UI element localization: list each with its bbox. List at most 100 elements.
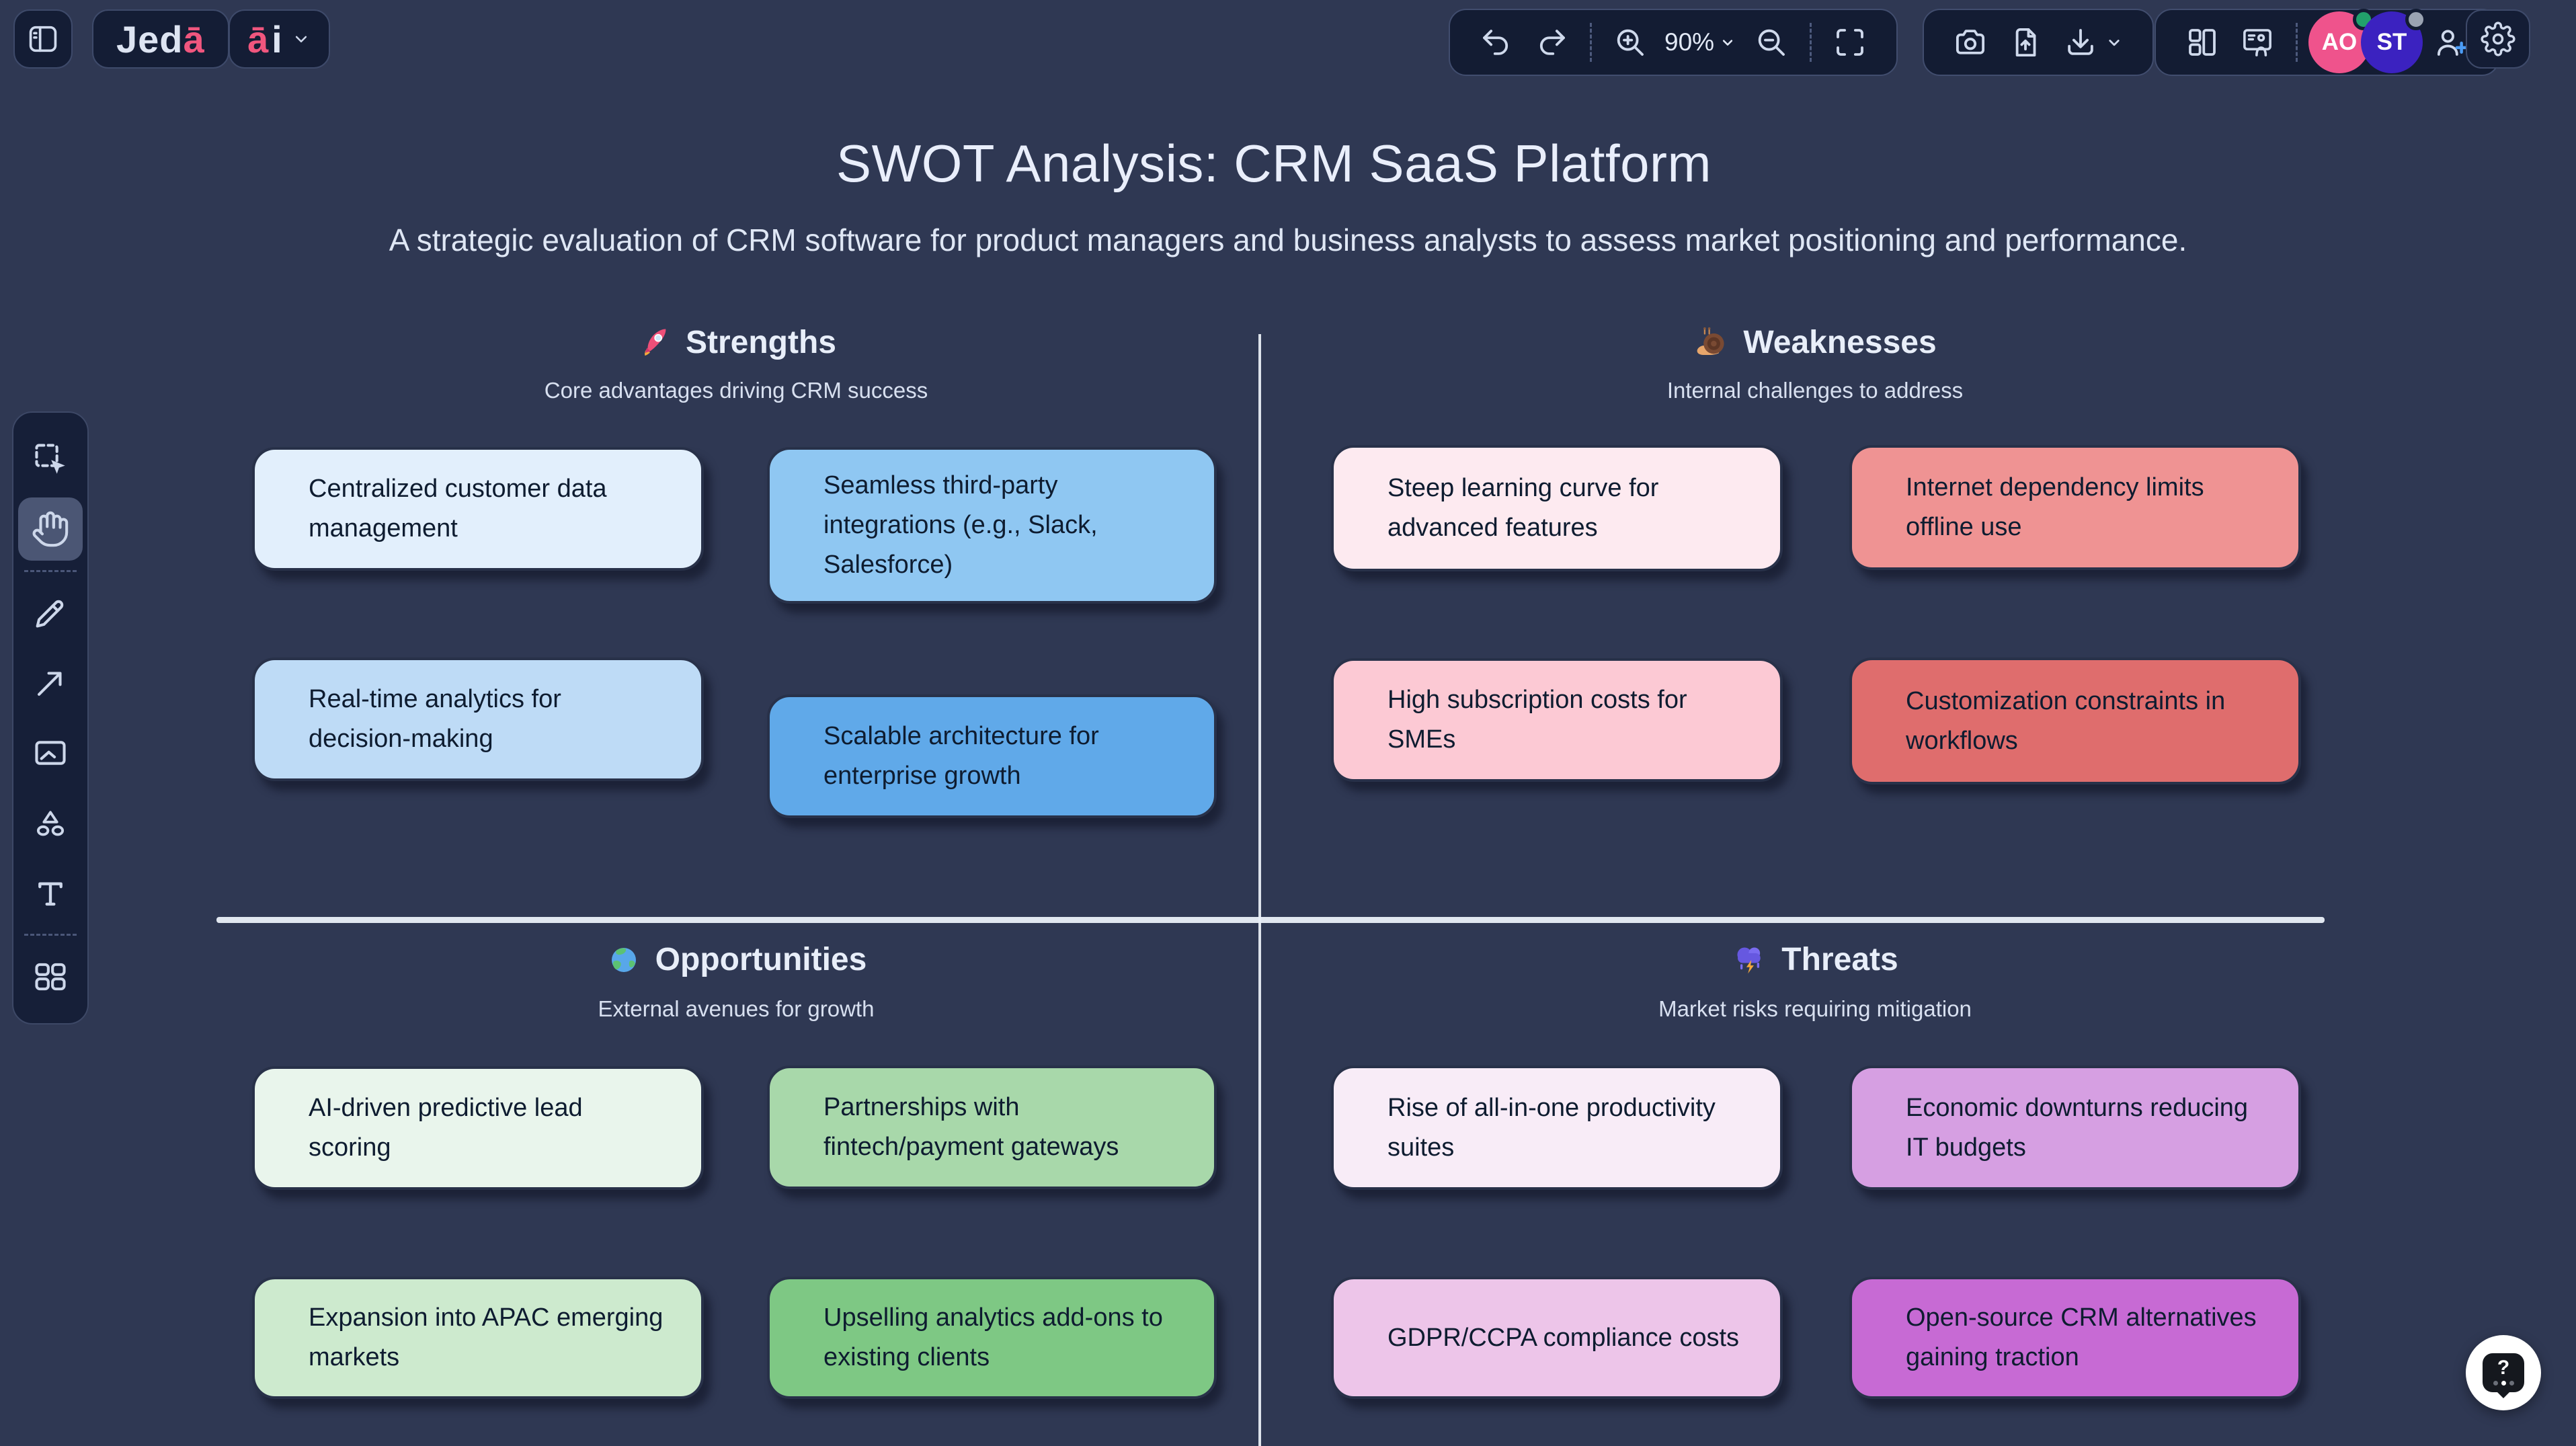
quadrant-tagline-weaknesses: Internal challenges to address <box>1666 378 1964 403</box>
sidebar-toggle-button[interactable] <box>13 9 73 69</box>
redo-button[interactable] <box>1533 24 1570 61</box>
question-mark: ? <box>2497 1356 2510 1379</box>
quadrant-name: Threats <box>1781 942 1898 977</box>
tools-divider <box>24 934 77 936</box>
avatar[interactable]: ST <box>2361 9 2427 73</box>
sticky-note[interactable]: Expansion into APAC emerging markets <box>252 1277 704 1399</box>
sticky-note[interactable]: Partnerships with fintech/payment gatewa… <box>767 1066 1217 1189</box>
quadrant-divider-vertical <box>1258 334 1261 1446</box>
add-person-icon <box>2437 30 2468 56</box>
avatar-initials: AO <box>2321 29 2358 55</box>
history-zoom-toolbar: 90% <box>1449 9 1898 76</box>
arrow-icon <box>38 672 62 696</box>
rocket-icon <box>645 329 666 356</box>
presentation-icon <box>2243 29 2271 56</box>
quadrant-title-opportunities: Opportunities <box>232 941 1240 978</box>
collaboration-toolbar: AO ST <box>2155 9 2499 76</box>
pen-tool[interactable] <box>18 581 83 645</box>
sticky-note[interactable]: AI-driven predictive lead scoring <box>252 1066 704 1190</box>
toolbar-divider <box>1810 23 1812 62</box>
sticky-note[interactable]: Internet dependency limits offline use <box>1849 445 2301 570</box>
toolbar-divider <box>2296 23 2298 62</box>
image-tool[interactable] <box>18 721 83 785</box>
sticky-note[interactable]: Upselling analytics add-ons to existing … <box>767 1277 1217 1399</box>
redo-icon <box>1539 30 1565 55</box>
storm-icon <box>1737 947 1761 973</box>
file-upload-icon <box>2015 28 2036 57</box>
text-tool[interactable] <box>18 861 83 924</box>
zoom-out-button[interactable] <box>1753 24 1789 61</box>
avatar[interactable]: AO <box>2308 9 2374 73</box>
screenshot-button[interactable] <box>1952 24 1988 61</box>
text-icon <box>38 882 63 906</box>
ai-menu-button[interactable]: ā i <box>229 9 330 69</box>
logo-accent-text: ā <box>183 17 205 61</box>
present-button[interactable] <box>2239 24 2276 61</box>
fit-screen-button[interactable] <box>1832 24 1868 61</box>
quadrant-name: Strengths <box>685 325 836 360</box>
shapes-icon <box>36 811 65 836</box>
chevron-down-icon <box>2109 40 2120 46</box>
zoom-out-icon <box>1758 29 1785 56</box>
pan-tool[interactable] <box>18 497 83 561</box>
sticky-note[interactable]: GDPR/CCPA compliance costs <box>1331 1277 1783 1399</box>
tools-panel <box>12 411 89 1025</box>
zoom-in-icon <box>1617 29 1644 56</box>
sticky-note[interactable]: Centralized customer data management <box>252 447 704 571</box>
chevron-down-icon <box>1722 40 1733 46</box>
image-icon <box>35 741 66 765</box>
quadrant-divider-horizontal <box>216 917 2325 923</box>
ai-text: i <box>272 17 283 61</box>
zoom-level-value: 90% <box>1664 28 1715 56</box>
snail-icon <box>1697 327 1724 355</box>
undo-button[interactable] <box>1478 24 1515 61</box>
avatar-initials: ST <box>2376 29 2407 55</box>
quadrant-tagline-strengths: Core advantages driving CRM success <box>544 378 928 403</box>
grid-icon <box>35 963 66 991</box>
undo-icon <box>1483 30 1508 55</box>
shapes-tool[interactable] <box>18 791 83 854</box>
help-bubble-icon: ? <box>2483 1353 2524 1392</box>
download-button[interactable] <box>2062 24 2124 61</box>
sticky-note[interactable]: Customization constraints in workflows <box>1849 657 2301 785</box>
apps-grid-tool[interactable] <box>18 945 83 1008</box>
quadrant-title-weaknesses: Weaknesses <box>1311 324 2319 361</box>
sticky-note[interactable]: High subscription costs for SMEs <box>1331 658 1783 782</box>
marquee-select-icon <box>35 444 65 474</box>
sticky-note[interactable]: Economic downturns reducing IT budgets <box>1849 1066 2301 1190</box>
quadrant-title-threats: Threats <box>1311 941 2319 978</box>
pencil-icon <box>36 600 64 628</box>
help-button[interactable]: ? <box>2466 1335 2541 1410</box>
sticky-note[interactable]: Steep learning curve for advanced featur… <box>1331 445 1783 571</box>
toolbar-divider <box>1590 23 1592 62</box>
sticky-note[interactable]: Rise of all-in-one productivity suites <box>1331 1066 1783 1190</box>
board-title: SWOT Analysis: CRM SaaS Platform <box>836 134 1712 194</box>
quadrant-tagline-opportunities: External avenues for growth <box>598 996 875 1021</box>
zoom-level-dropdown[interactable]: 90% <box>1664 28 1737 56</box>
board-view-button[interactable] <box>2184 24 2220 61</box>
board-layout-icon <box>2189 29 2216 56</box>
logo-text: Jed <box>116 17 184 61</box>
connector-tool[interactable] <box>18 651 83 715</box>
presence-dot <box>2405 9 2427 30</box>
quadrant-name: Weaknesses <box>1743 325 1937 360</box>
quadrant-title-strengths: Strengths <box>232 324 1240 361</box>
download-icon <box>2068 29 2093 55</box>
chevron-down-icon <box>295 36 307 42</box>
sidebar-toggle-icon <box>29 26 57 52</box>
sticky-note[interactable]: Seamless third-party integrations (e.g.,… <box>767 447 1217 604</box>
globe-icon <box>611 947 636 972</box>
board-subtitle: A strategic evaluation of CRM software f… <box>389 223 2187 257</box>
gear-icon <box>2481 22 2515 56</box>
sticky-note[interactable]: Open-source CRM alternatives gaining tra… <box>1849 1277 2301 1399</box>
capture-export-toolbar <box>1923 9 2154 76</box>
import-file-button[interactable] <box>2007 24 2044 61</box>
sticky-note[interactable]: Real-time analytics for decision-making <box>252 657 704 781</box>
invite-user-button[interactable] <box>2433 24 2470 61</box>
ai-accent-text: ā <box>247 17 270 61</box>
zoom-in-button[interactable] <box>1612 24 1648 61</box>
sticky-note[interactable]: Scalable architecture for enterprise gro… <box>767 694 1217 818</box>
jeda-logo[interactable]: Jed ā <box>92 9 229 69</box>
select-tool[interactable] <box>18 428 83 491</box>
settings-button[interactable] <box>2466 9 2530 69</box>
